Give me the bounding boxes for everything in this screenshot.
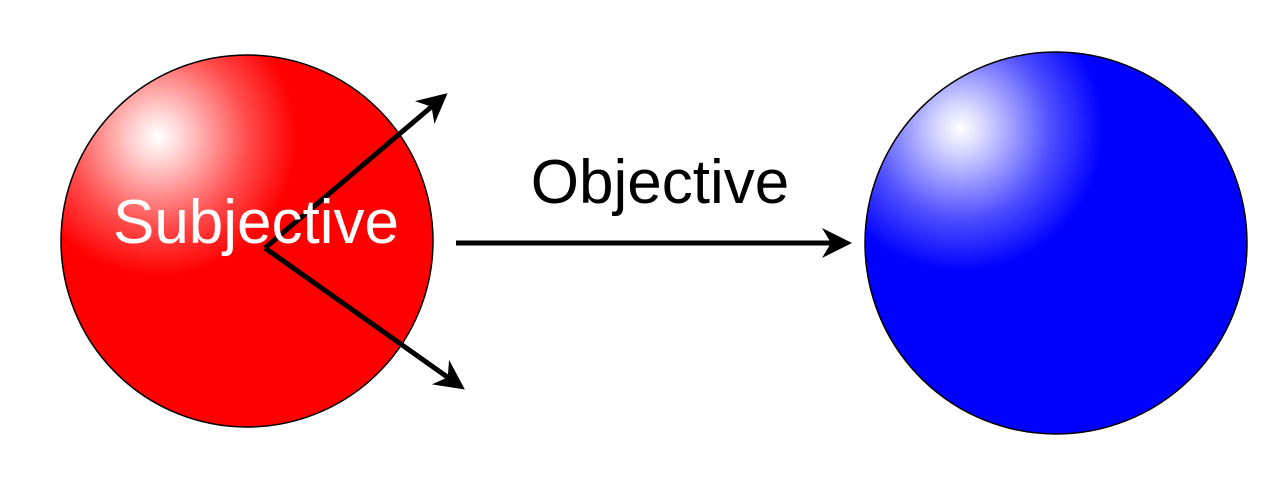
subjective-label: Subjective [113, 188, 399, 257]
upper-arrow-icon [263, 93, 448, 250]
blue-sphere-icon [864, 51, 1248, 435]
lower-arrow-icon [263, 245, 465, 390]
objective-label: Objective [531, 148, 789, 217]
red-sphere-icon [60, 54, 434, 428]
